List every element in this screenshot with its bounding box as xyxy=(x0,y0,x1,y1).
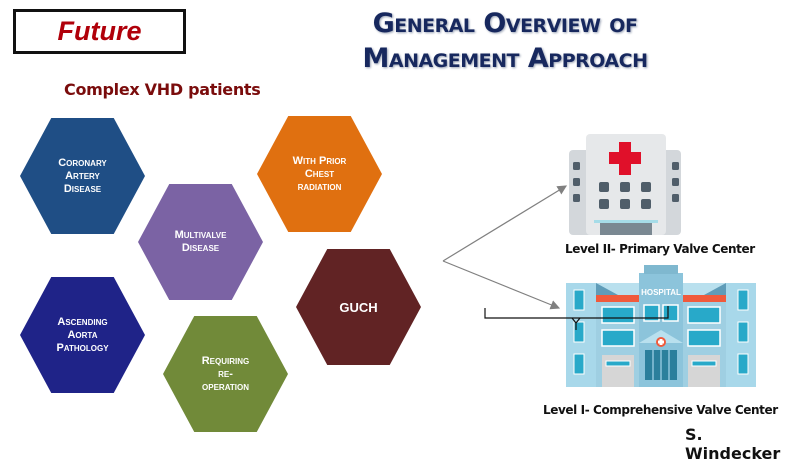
hospital-small-icon xyxy=(569,134,681,235)
author-credit: S. Windecker xyxy=(685,425,781,463)
level2-label: Level II- Primary Valve Center xyxy=(565,242,755,256)
level1-label: Level I- Comprehensive Valve Center xyxy=(543,403,778,417)
bracket-line xyxy=(484,306,669,330)
hospital-large-icon: HOSPITAL xyxy=(566,265,756,387)
arrows xyxy=(442,185,568,310)
future-label: Future xyxy=(57,16,142,46)
hexagon-label: GUCH xyxy=(339,299,378,315)
arrow-to-level2 xyxy=(442,185,568,262)
hexagon-guch: GUCH xyxy=(296,249,421,365)
page-title: General Overview of Management Approach xyxy=(330,6,680,76)
future-badge: Future xyxy=(13,9,186,54)
subtitle: Complex VHD patients xyxy=(64,80,261,99)
arrow-to-level1 xyxy=(442,260,561,310)
title-line-1: General Overview of xyxy=(372,8,638,39)
title-line-2: Management Approach xyxy=(362,43,648,74)
hospital-sign: HOSPITAL xyxy=(641,288,681,297)
